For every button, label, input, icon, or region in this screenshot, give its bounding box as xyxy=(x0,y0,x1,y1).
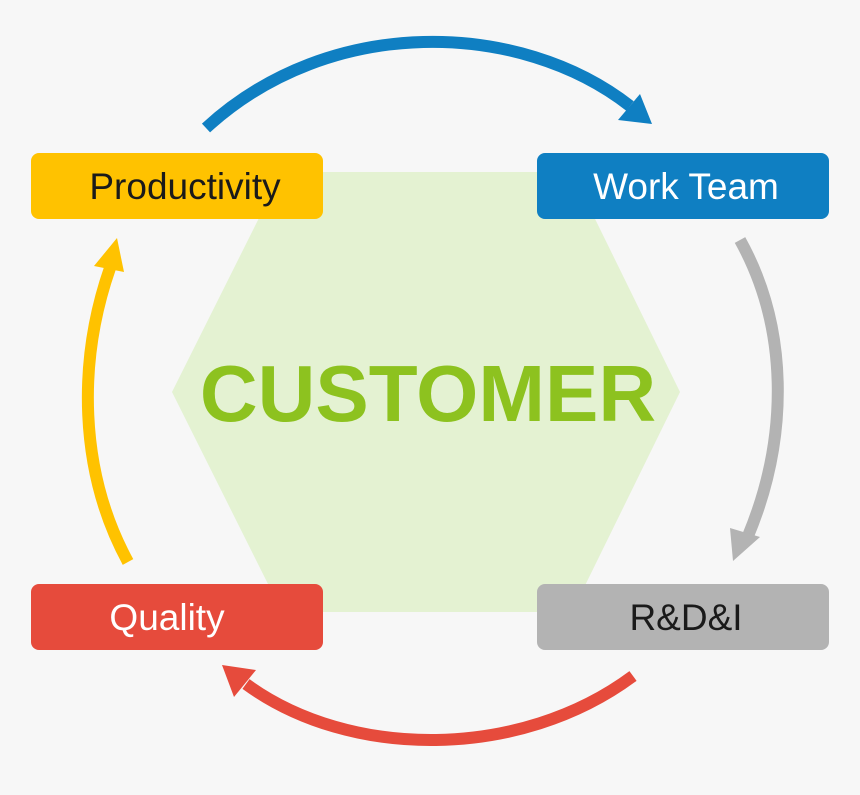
node-rdi-label: R&D&I xyxy=(629,597,742,638)
arrow-quality-to-productivity xyxy=(81,238,134,565)
node-work-team: Work Team xyxy=(537,153,829,219)
node-productivity: Productivity xyxy=(31,153,323,219)
center-label: CUSTOMER xyxy=(200,349,656,438)
arrow-productivity-to-work-team xyxy=(201,35,652,133)
center-hexagon xyxy=(172,172,680,612)
node-quality-label: Quality xyxy=(109,597,225,638)
node-work-team-label: Work Team xyxy=(593,166,779,207)
node-productivity-label: Productivity xyxy=(89,166,281,207)
node-rdi: R&D&I xyxy=(537,584,829,650)
arrow-rdi-to-quality xyxy=(222,665,637,747)
node-quality: Quality xyxy=(31,584,323,650)
arrow-work-team-to-rdi xyxy=(730,237,784,561)
